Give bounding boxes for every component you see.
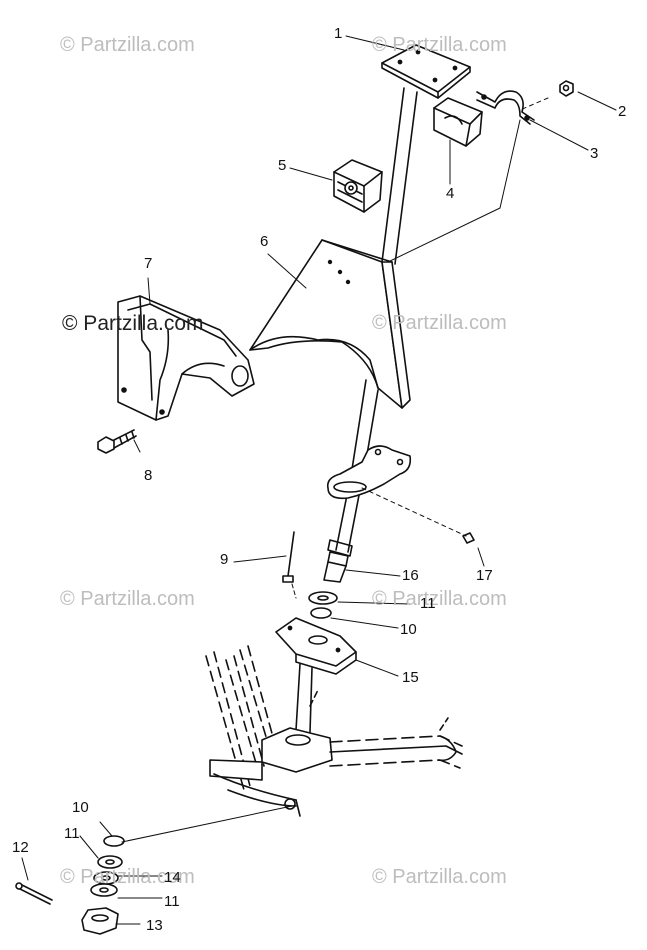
callout-9: 9	[220, 551, 229, 568]
watermark: © Partzilla.com	[62, 312, 204, 335]
frame-section	[205, 645, 463, 817]
callout-13: 13	[146, 917, 163, 934]
part-3-clamp	[476, 90, 535, 125]
part-7-shield	[117, 295, 255, 421]
callout-4: 4	[446, 185, 455, 202]
callout-15: 15	[402, 669, 419, 686]
callout-10-upper: 10	[400, 621, 417, 638]
part-1-steering-post	[381, 44, 471, 265]
watermark: © Partzilla.com	[372, 588, 507, 610]
callout-5: 5	[278, 157, 287, 174]
callout-3: 3	[590, 145, 599, 162]
callout-7: 7	[144, 255, 153, 272]
mount-bracket	[249, 239, 411, 409]
lower-hardware	[15, 835, 125, 935]
callout-16: 16	[402, 567, 419, 584]
callout-11-lower-a: 11	[64, 825, 80, 842]
upper-washers	[308, 591, 338, 619]
watermark: © Partzilla.com	[60, 866, 195, 888]
part-4-bushing	[433, 97, 483, 147]
part-2-nut	[559, 80, 574, 97]
leader-lines	[21, 35, 617, 925]
part-15-steering-block	[275, 617, 357, 733]
watermark: © Partzilla.com	[372, 866, 507, 888]
part-17-screw	[462, 532, 475, 544]
callout-1: 1	[334, 25, 343, 42]
watermark: © Partzilla.com	[60, 588, 195, 610]
part-5-rubber-block	[333, 159, 383, 213]
callout-17: 17	[476, 567, 493, 584]
callout-8: 8	[144, 467, 153, 484]
callout-2: 2	[618, 103, 627, 120]
shaft-bracket	[326, 445, 412, 500]
callout-12: 12	[12, 839, 29, 856]
watermark: © Partzilla.com	[372, 34, 507, 56]
watermark: © Partzilla.com	[60, 34, 195, 56]
part-8-bolt	[97, 429, 137, 454]
callout-6: 6	[260, 233, 269, 250]
callout-14: 14	[164, 869, 181, 886]
callout-11-upper: 11	[420, 595, 436, 612]
reference-lines	[121, 97, 549, 843]
part-9-pin	[282, 531, 295, 583]
watermark: © Partzilla.com	[372, 312, 507, 334]
callout-10-lower: 10	[72, 799, 89, 816]
callout-11-lower-b: 11	[164, 893, 180, 910]
